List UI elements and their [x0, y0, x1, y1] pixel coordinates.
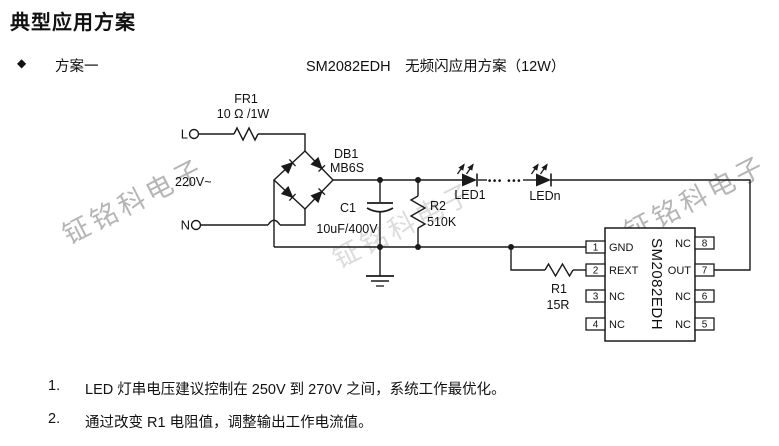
pin-number: 4: [593, 320, 599, 331]
pin-number: 5: [702, 320, 708, 331]
pin-number: 2: [593, 266, 599, 277]
pin-box-2: [585, 263, 606, 277]
svg-text:FR1: FR1: [234, 92, 258, 106]
svg-text:15R: 15R: [547, 298, 570, 312]
pin-name: NC: [675, 238, 691, 250]
svg-text:LEDn: LEDn: [529, 189, 560, 203]
resistor-R1: R1 15R: [544, 262, 574, 312]
pin-name: REXT: [609, 265, 639, 277]
pin-name: GND: [609, 242, 634, 254]
light-arrow-icon: [456, 163, 465, 175]
pin-name: NC: [675, 319, 691, 331]
led-LED1: LED1: [454, 163, 486, 202]
pin-box-5: [694, 317, 715, 331]
svg-text:510K: 510K: [427, 215, 457, 229]
ground-icon: [366, 275, 394, 287]
svg-text:MB6S: MB6S: [330, 161, 364, 175]
junction-dots: [377, 177, 514, 250]
svg-text:R2: R2: [430, 199, 446, 213]
diode-icon: [280, 159, 296, 175]
ic-sm2082edh: 1 2 3 4 8 7 6 5 GND REXT NC NC NC OUT NC…: [585, 227, 715, 342]
svg-text:R1: R1: [551, 282, 567, 296]
mains-voltage-label: 220V~: [175, 175, 212, 189]
ic-part-number: SM2082EDH: [648, 238, 665, 330]
capacitor-C1: C1 10uF/400V: [316, 201, 394, 236]
led-chain-ellipsis: ••• •••: [488, 176, 522, 187]
page-title: 典型应用方案: [10, 12, 136, 34]
diode-icon: [310, 156, 326, 172]
bridge-rectifier-DB1: DB1 MB6S: [272, 147, 364, 210]
pin-box-6: [694, 289, 715, 303]
diode-icon: [310, 188, 326, 204]
pin-number: 6: [702, 292, 708, 303]
pin-box-4: [585, 317, 606, 331]
pin-name: NC: [609, 291, 625, 303]
svg-text:LED1: LED1: [454, 188, 485, 202]
terminal-L: L: [181, 127, 200, 142]
resistor-R2: R2 510K: [409, 195, 457, 229]
pin-number: 8: [702, 239, 708, 250]
terminal-N: N: [181, 218, 202, 233]
note-item: 1. LED 灯串电压建议控制在 250V 到 270V 之间，系统工作最优化。: [48, 378, 506, 399]
note-item: 2. 通过改变 R1 电阻值，调整输出工作电流值。: [48, 411, 373, 432]
resistor-FR1: FR1 10 Ω /1W: [217, 92, 270, 142]
light-arrow-icon: [530, 163, 539, 175]
light-arrow-icon: [465, 163, 474, 175]
note-text: 通过改变 R1 电阻值，调整输出工作电流值。: [85, 415, 373, 431]
svg-text:10uF/400V: 10uF/400V: [316, 222, 378, 236]
diode-icon: [280, 185, 296, 201]
light-arrow-icon: [539, 163, 548, 175]
pin-box-7: [694, 263, 715, 277]
note-text: LED 灯串电压建议控制在 250V 到 270V 之间，系统工作最优化。: [85, 382, 506, 398]
pin-name: NC: [675, 291, 691, 303]
note-number: 1.: [48, 378, 61, 394]
pin-box-8: [694, 236, 715, 250]
svg-text:DB1: DB1: [334, 147, 358, 161]
pin-box-1: [585, 240, 606, 254]
svg-text:C1: C1: [340, 201, 356, 215]
pin-name: OUT: [668, 265, 692, 277]
wires: [199, 133, 751, 276]
svg-text:10 Ω /1W: 10 Ω /1W: [217, 107, 270, 121]
note-number: 2.: [48, 411, 61, 427]
figure-subtitle: SM2082EDH 无频闪应用方案（12W）: [306, 59, 566, 75]
pin-name: NC: [609, 319, 625, 331]
svg-text:N: N: [181, 218, 190, 233]
pin-box-3: [585, 289, 606, 303]
pin-number: 1: [593, 243, 599, 254]
pin-number: 7: [702, 266, 708, 277]
scheme-label: 方案一: [55, 59, 99, 75]
diamond-bullet-icon: ◆: [17, 56, 27, 70]
led-LEDn: LEDn: [529, 163, 561, 203]
pin-number: 3: [593, 292, 599, 303]
svg-text:L: L: [181, 127, 188, 142]
